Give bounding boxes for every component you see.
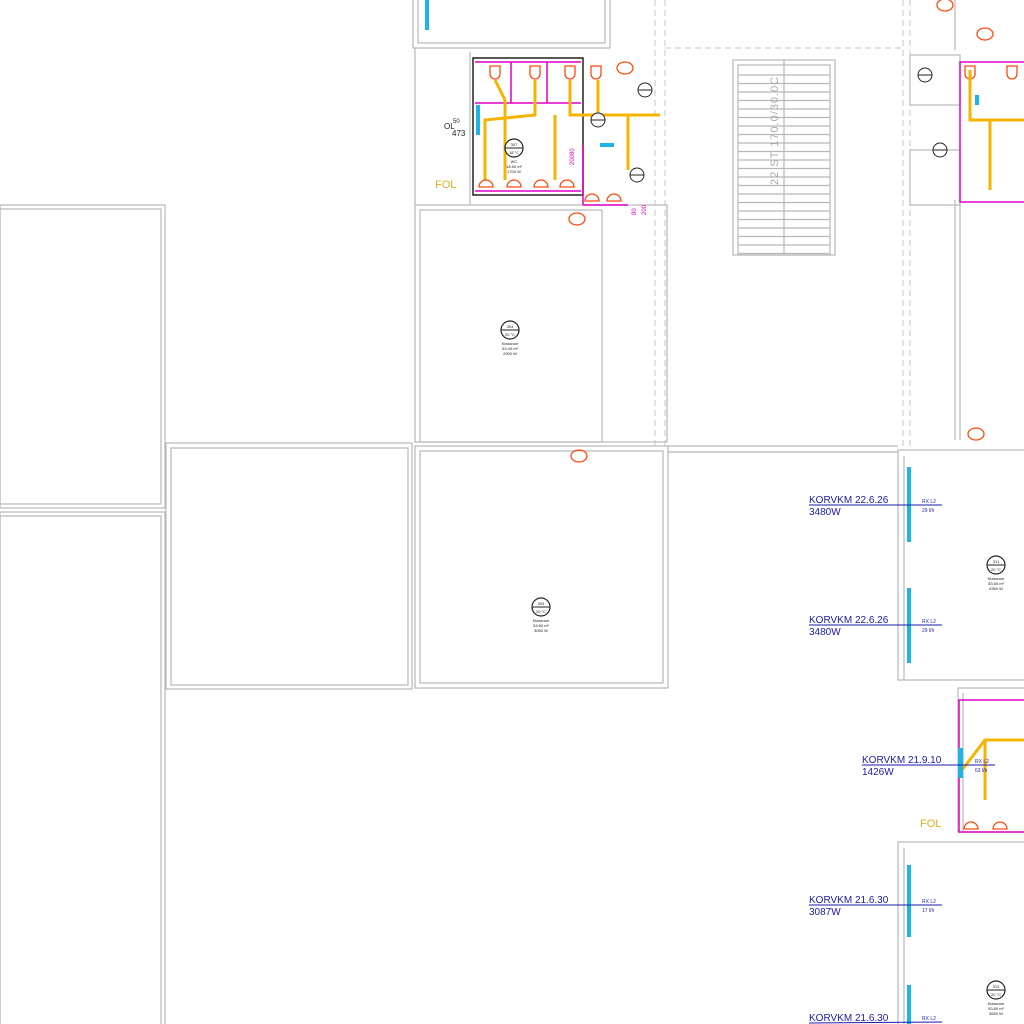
radiator-unit: RX L2 — [922, 619, 936, 625]
room-power: 3050 W — [534, 628, 548, 633]
radiator-power: 3480W — [809, 507, 841, 518]
room-temp: 18 °C — [509, 150, 519, 155]
door-width: 200 — [570, 154, 576, 165]
radiator-unit: RX L2 — [922, 499, 936, 505]
toilet-icon — [533, 179, 549, 188]
toilet-icon — [963, 821, 979, 830]
room-temp: 20 °C — [991, 567, 1001, 572]
radiator-id: KORVKM 21.9.10 — [862, 755, 942, 766]
radiator-power: 1426W — [862, 767, 894, 778]
fol-label: FOL — [920, 818, 941, 830]
toilet-icon — [489, 65, 501, 80]
room-temp: 20 °C — [505, 332, 515, 337]
room-number: 313 — [993, 984, 1000, 989]
room-number: 304 — [507, 324, 514, 329]
room-temp: 20 °C — [991, 992, 1001, 997]
room-power: 2900 W — [503, 351, 517, 356]
room-number: 311 — [993, 559, 1000, 564]
door-width: 200 — [642, 204, 648, 215]
toilet-block — [472, 57, 1018, 830]
radiator-unit: RX L2 — [922, 899, 936, 905]
radiator-flow: 63 l/h — [975, 768, 987, 774]
radiator-flow: 29 l/h — [922, 508, 934, 514]
stair — [732, 59, 836, 256]
room-name: WC — [511, 159, 518, 164]
level-mark: OL 50 473 — [444, 119, 466, 138]
room-power: 5650 W — [989, 1011, 1003, 1016]
radiator-id: KORVKM 21.6.30 — [809, 895, 889, 906]
toilet-icon — [506, 179, 522, 188]
radiator-power: 3087W — [809, 907, 841, 918]
toilet-icon — [992, 821, 1008, 830]
level-mark-value: 473 — [452, 129, 466, 138]
room-temp: 20 °C — [536, 609, 546, 614]
toilet-icon — [606, 193, 622, 202]
radiator-callout: KORVKM 21.6.30 RX L2 — [808, 1013, 943, 1024]
stair-label: 22 ST 170.0/30.0C — [769, 76, 781, 185]
room-name: Klassrum — [988, 576, 1005, 581]
room-name: Klassrum — [988, 1001, 1005, 1006]
room-name: Klassrum — [533, 618, 550, 623]
room-area: 53.60 m² — [988, 1006, 1004, 1011]
radiator-unit: RX L2 — [922, 1016, 936, 1022]
radiator-flow: 29 l/h — [922, 628, 934, 634]
radiator-unit: RX L2 — [975, 759, 989, 765]
toilet-icon — [564, 65, 576, 80]
room-power: 1700 W — [507, 169, 521, 174]
toilet-icon — [478, 179, 494, 188]
radiator-flow: 17 l/h — [922, 908, 934, 914]
door-width: 80 — [632, 208, 638, 215]
room-area: 18.50 m² — [506, 164, 522, 169]
leader-line — [808, 1021, 943, 1024]
room-area: 53.60 m² — [988, 581, 1004, 586]
room-number: 307 — [511, 142, 518, 147]
level-mark-label: OL — [444, 122, 455, 131]
toilet-icon — [584, 193, 600, 202]
room-name: Klassrum — [502, 341, 519, 346]
toilet-icon — [559, 179, 575, 188]
radiator-power: 3480W — [809, 627, 841, 638]
right-toilet-block — [958, 61, 1024, 833]
toilet-icon — [1006, 65, 1018, 80]
sink-fixtures — [568, 0, 994, 463]
toilet-icon — [590, 65, 602, 80]
fol-label: FOL — [435, 179, 456, 191]
room-area: 53.60 m² — [533, 623, 549, 628]
radiator-id: KORVKM 22.6.26 — [809, 495, 889, 506]
radiator-id: KORVKM 21.6.30 — [809, 1013, 889, 1024]
radiator-id: KORVKM 22.6.26 — [809, 615, 889, 626]
toilet-icon — [529, 65, 541, 80]
level-mark-top: 50 — [453, 119, 460, 125]
room-power: 6350 W — [989, 586, 1003, 591]
room-number: 303 — [538, 601, 545, 606]
door-width: 80 — [570, 148, 576, 155]
room-area: 53.40 m² — [502, 346, 518, 351]
